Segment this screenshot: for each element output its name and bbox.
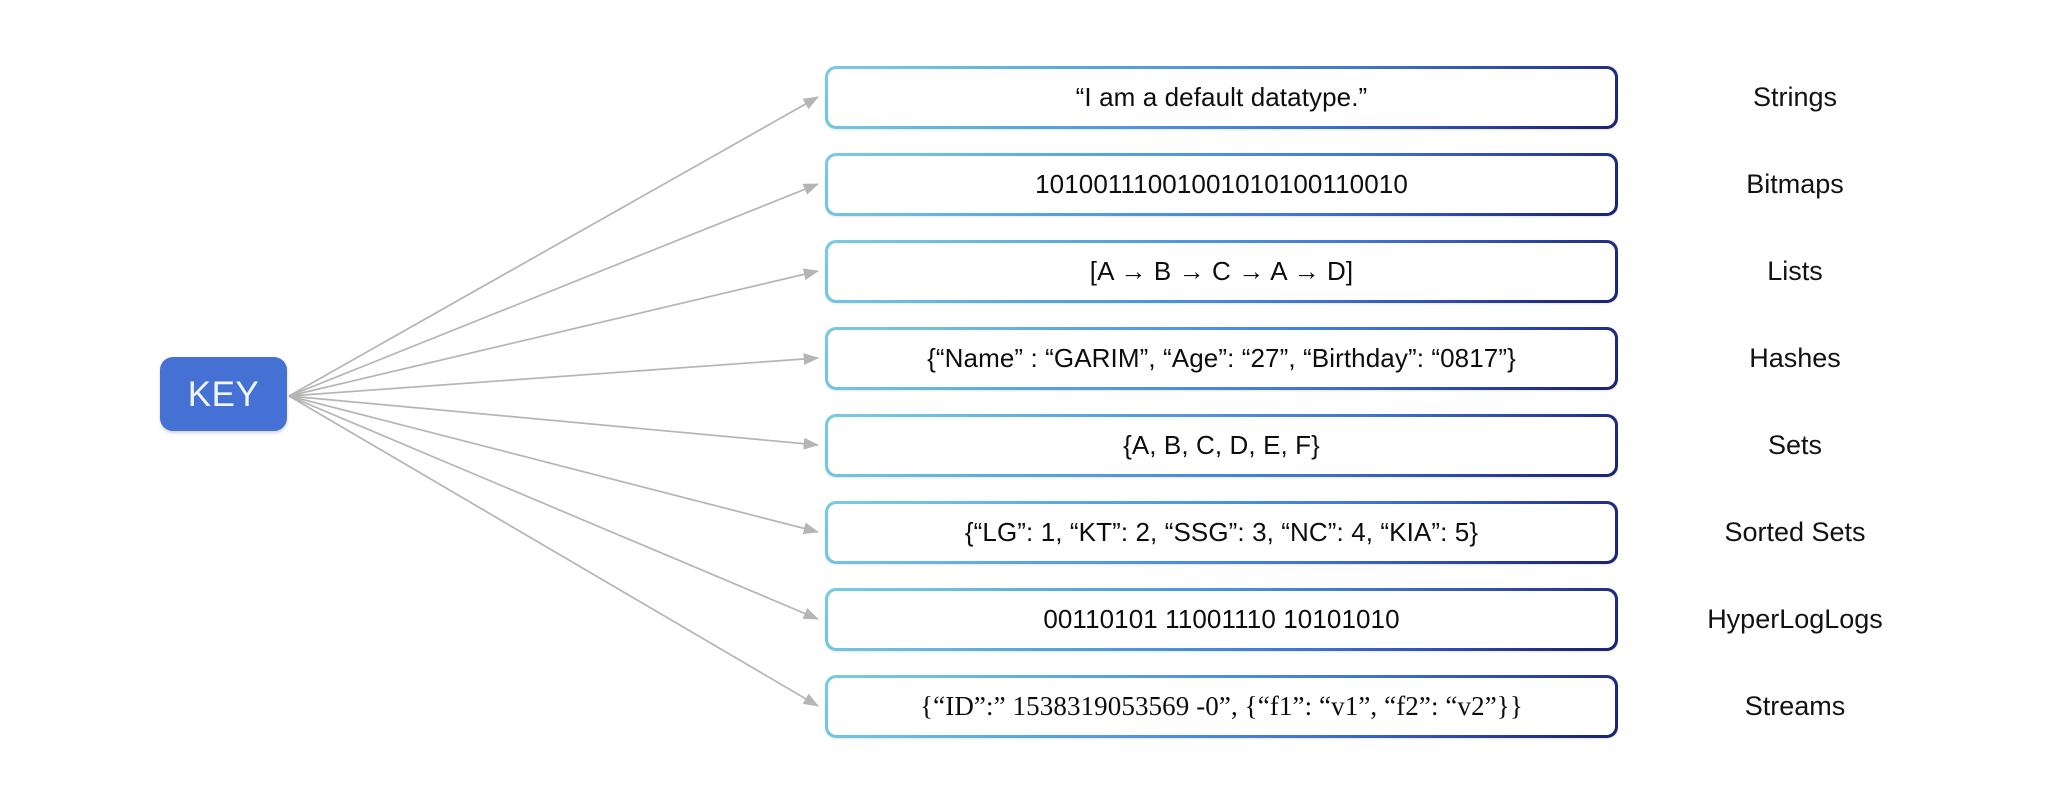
value-text-streams: {“ID”:” 1538319053569 -0”, {“f1”: “v1”, … xyxy=(920,691,1523,721)
key-node-label: KEY xyxy=(187,374,260,414)
type-label-streams: Streams xyxy=(1744,691,1846,721)
value-box-strings[interactable]: “I am a default datatype.” xyxy=(825,66,1618,129)
value-text-sets: {A, B, C, D, E, F} xyxy=(1123,430,1320,460)
value-text-sorted-sets: {“LG”: 1, “KT”: 2, “SSG”: 3, “NC”: 4, “K… xyxy=(964,517,1479,547)
key-node[interactable]: KEY xyxy=(160,357,287,431)
value-text-lists: [A → B → C → A → D] xyxy=(1089,256,1354,286)
value-box-inner-lists: [A → B → C → A → D] xyxy=(827,242,1616,301)
arrow-to-strings xyxy=(288,96,819,397)
value-row-streams: {“ID”:” 1538319053569 -0”, {“f1”: “v1”, … xyxy=(825,675,1618,738)
value-row-strings: “I am a default datatype.” xyxy=(825,66,1618,129)
value-box-streams[interactable]: {“ID”:” 1538319053569 -0”, {“f1”: “v1”, … xyxy=(825,675,1618,738)
value-box-hashes[interactable]: {“Name” : “GARIM”, “Age”: “27”, “Birthda… xyxy=(825,327,1618,390)
type-label-sorted-sets: Sorted Sets xyxy=(1724,517,1866,547)
value-box-inner-hyperloglogs: 00110101 11001110 10101010 xyxy=(827,590,1616,649)
value-box-inner-streams: {“ID”:” 1538319053569 -0”, {“f1”: “v1”, … xyxy=(827,677,1616,736)
type-label-hashes: Hashes xyxy=(1749,343,1841,373)
value-row-hashes: {“Name” : “GARIM”, “Age”: “27”, “Birthda… xyxy=(825,327,1618,390)
value-row-hyperloglogs: 00110101 11001110 10101010 xyxy=(825,588,1618,651)
type-label-bitmaps: Bitmaps xyxy=(1746,169,1844,199)
arrow-to-streams xyxy=(288,395,819,707)
value-box-sorted-sets[interactable]: {“LG”: 1, “KT”: 2, “SSG”: 3, “NC”: 4, “K… xyxy=(825,501,1618,564)
arrow-to-sorted-sets xyxy=(288,395,819,535)
arrow-to-bitmaps xyxy=(288,183,819,397)
value-box-sets[interactable]: {A, B, C, D, E, F} xyxy=(825,414,1618,477)
value-text-hyperloglogs: 00110101 11001110 10101010 xyxy=(1043,604,1400,634)
value-box-inner-hashes: {“Name” : “GARIM”, “Age”: “27”, “Birthda… xyxy=(827,329,1616,388)
value-box-inner-sets: {A, B, C, D, E, F} xyxy=(827,416,1616,475)
arrow-to-sets xyxy=(288,395,820,450)
value-row-sets: {A, B, C, D, E, F} xyxy=(825,414,1618,477)
value-row-lists: [A → B → C → A → D] xyxy=(825,240,1618,303)
arrow-to-hyperloglogs xyxy=(288,395,819,620)
value-box-lists[interactable]: [A → B → C → A → D] xyxy=(825,240,1618,303)
value-row-sorted-sets: {“LG”: 1, “KT”: 2, “SSG”: 3, “NC”: 4, “K… xyxy=(825,501,1618,564)
type-label-sets: Sets xyxy=(1767,430,1823,460)
type-label-lists: Lists xyxy=(1767,256,1823,286)
value-box-inner-bitmaps: 10100111001001010100110010 xyxy=(827,155,1616,214)
type-label-hyperloglogs: HyperLogLogs xyxy=(1707,604,1883,634)
value-box-inner-sorted-sets: {“LG”: 1, “KT”: 2, “SSG”: 3, “NC”: 4, “K… xyxy=(827,503,1616,562)
type-label-strings: Strings xyxy=(1752,82,1838,112)
value-box-bitmaps[interactable]: 10100111001001010100110010 xyxy=(825,153,1618,216)
arrow-to-hashes xyxy=(288,353,820,397)
value-text-strings: “I am a default datatype.” xyxy=(1075,82,1368,112)
value-box-hyperloglogs[interactable]: 00110101 11001110 10101010 xyxy=(825,588,1618,651)
arrow-to-lists xyxy=(288,268,819,397)
value-row-bitmaps: 10100111001001010100110010 xyxy=(825,153,1618,216)
value-text-hashes: {“Name” : “GARIM”, “Age”: “27”, “Birthda… xyxy=(927,343,1516,373)
value-box-inner-strings: “I am a default datatype.” xyxy=(827,68,1616,127)
value-text-bitmaps: 10100111001001010100110010 xyxy=(1035,169,1408,199)
